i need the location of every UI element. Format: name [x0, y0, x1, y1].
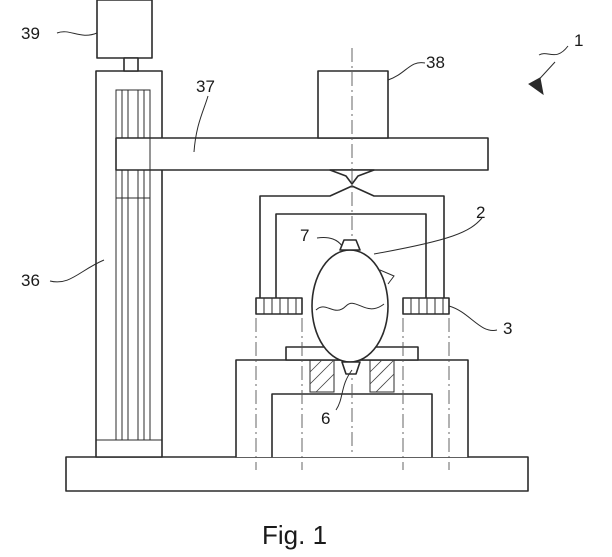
arm [115, 137, 489, 199]
label-37: 37 [196, 77, 215, 96]
coil-left [255, 297, 303, 315]
base-plate [65, 456, 529, 492]
coil-right [402, 297, 450, 315]
label-2: 2 [476, 203, 485, 222]
label-36: 36 [21, 271, 40, 290]
label-6: 6 [321, 409, 330, 428]
label-39: 39 [21, 24, 40, 43]
unit-38 [317, 70, 389, 139]
label-7: 7 [300, 226, 309, 245]
column [95, 70, 163, 458]
label-3: 3 [503, 319, 512, 338]
label-1: 1 [574, 31, 583, 50]
motor-39 [96, 0, 153, 72]
workpiece [311, 239, 395, 375]
label-38: 38 [426, 53, 445, 72]
leader-lines [49, 31, 569, 411]
figure-caption: Fig. 1 [262, 520, 327, 550]
